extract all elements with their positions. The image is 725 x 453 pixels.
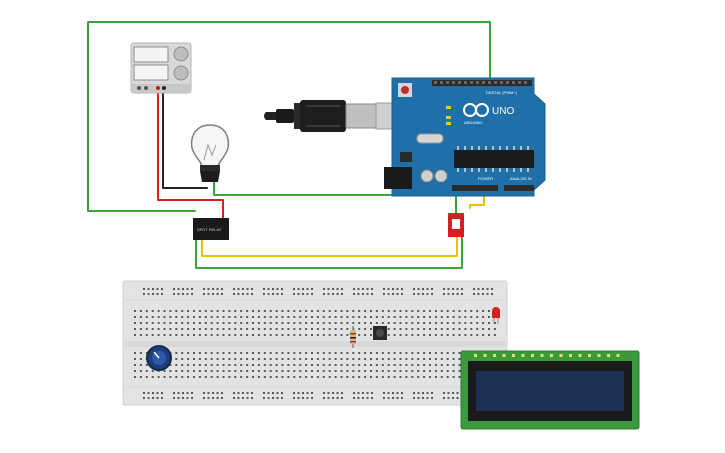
wire-yellow[interactable]	[201, 191, 485, 257]
wires	[87, 21, 491, 269]
resistor-icon[interactable]	[350, 326, 356, 348]
wire-green-top[interactable]	[87, 21, 491, 212]
digital-header-label: DIGITAL (PWM~)	[486, 90, 518, 95]
light-bulb-icon[interactable]	[190, 124, 230, 182]
push-button-icon[interactable]	[373, 326, 387, 340]
lcd-pin-header	[474, 354, 620, 357]
arduino-brand-label: ARDUINO	[464, 120, 482, 125]
arduino-model-label: UNO	[492, 106, 514, 117]
arduino-logo-icon	[463, 103, 489, 117]
power-header-label: POWER	[478, 176, 493, 181]
arduino-uno-board[interactable]: DIGITAL (PWM~) UNO ARDUINO	[384, 77, 546, 197]
relay-label: SPDT RELAY	[197, 227, 222, 232]
wire-black[interactable]	[162, 89, 208, 189]
relay-module[interactable]: SPDT RELAY	[193, 218, 229, 240]
wire-red[interactable]	[157, 89, 224, 221]
analog-header-label: ANALOG IN	[510, 176, 532, 181]
usb-plug-icon[interactable]	[264, 100, 413, 132]
slide-switch-icon[interactable]	[448, 213, 464, 237]
breadboard[interactable]	[122, 280, 508, 406]
potentiometer-icon[interactable]	[146, 345, 172, 371]
wire-green-bottom[interactable]	[195, 235, 463, 269]
breadboard-holes	[134, 288, 496, 399]
lcd-display[interactable]	[460, 350, 640, 430]
led-icon[interactable]	[492, 307, 500, 324]
wire-green-bulb[interactable]	[213, 181, 457, 217]
power-supply-icon[interactable]	[130, 42, 192, 94]
